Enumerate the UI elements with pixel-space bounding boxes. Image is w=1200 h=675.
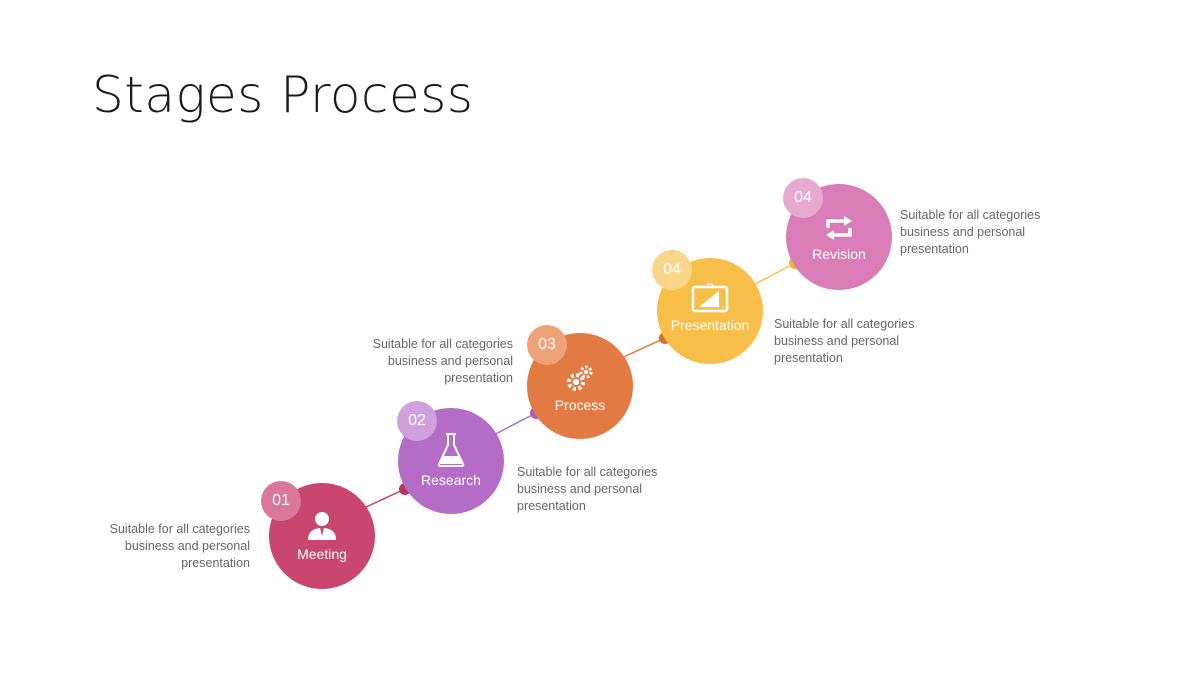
flask-icon xyxy=(398,432,504,468)
stage-number-badge-1: 01 xyxy=(261,481,301,521)
gears-icon xyxy=(527,363,633,393)
stage-presentation: Presentation xyxy=(657,258,763,364)
repeat-icon xyxy=(786,216,892,240)
stage-label-revision: Revision xyxy=(812,246,866,262)
stage-number-badge-4: 04 xyxy=(652,250,692,290)
stage-description-revision: Suitable for all categories business and… xyxy=(900,208,1041,256)
stage-label-research: Research xyxy=(421,472,481,488)
stage-description-presentation: Suitable for all categories business and… xyxy=(774,317,915,365)
stage-description-process: Suitable for all categories business and… xyxy=(372,337,513,385)
stage-label-process: Process xyxy=(554,397,606,413)
stage-label-meeting: Meeting xyxy=(297,546,347,562)
stage-number-badge-3: 03 xyxy=(527,325,567,365)
person-icon xyxy=(269,510,375,540)
stage-number-badge-2: 02 xyxy=(397,401,437,441)
stage-label-presentation: Presentation xyxy=(670,317,750,333)
connector-3-4 xyxy=(616,337,666,361)
presentation-board-icon xyxy=(657,283,763,313)
stage-number-badge-5: 04 xyxy=(783,178,823,218)
stage-description-meeting: Suitable for all categories business and… xyxy=(109,522,250,570)
stage-description-research: Suitable for all categories business and… xyxy=(517,465,658,513)
page-title: Stages Process xyxy=(92,66,474,124)
